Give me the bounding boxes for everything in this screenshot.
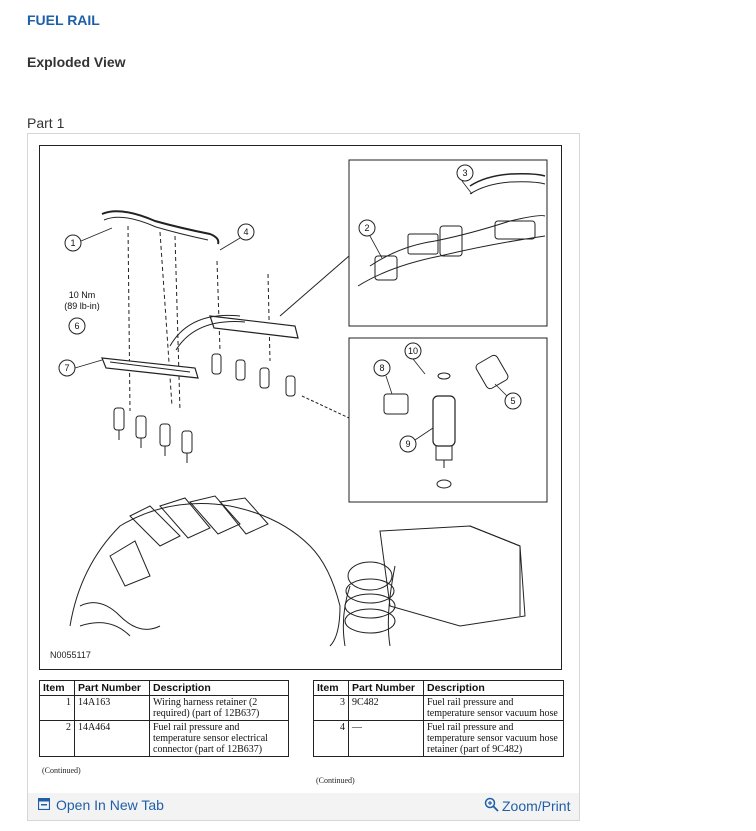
table-row: 1 14A163 Wiring harness retainer (2 requ… (39, 695, 289, 721)
col-part-number: Part Number (348, 680, 424, 696)
section-subtitle: Exploded View (27, 54, 126, 70)
parts-table-right: Item Part Number Description 3 9C482 Fue… (313, 680, 564, 757)
cell-part: 14A163 (74, 695, 150, 721)
col-part-number: Part Number (74, 680, 150, 696)
callout-8: 8 (379, 363, 384, 373)
table-row: 3 9C482 Fuel rail pressure and temperatu… (313, 695, 564, 721)
callout-2: 2 (364, 223, 369, 233)
zoom-label: Zoom/Print (502, 798, 571, 814)
torque-value: 10 Nm (69, 290, 96, 300)
parts-table-left: Item Part Number Description 1 14A163 Wi… (39, 680, 289, 757)
callout-6: 6 (74, 321, 79, 331)
callout-5: 5 (510, 396, 515, 406)
col-description: Description (149, 680, 289, 696)
detail-box-injector (348, 337, 548, 503)
part-label: Part 1 (27, 115, 65, 131)
cell-desc: Wiring harness retainer (2 required) (pa… (149, 695, 289, 721)
table-row: 4 — Fuel rail pressure and temperature s… (313, 720, 564, 757)
callout-9: 9 (405, 439, 410, 449)
zoom-print-link[interactable]: Zoom/Print (484, 797, 570, 815)
detail-box-sensor (348, 159, 548, 327)
figure-id: N0055117 (50, 650, 91, 660)
table-row: 2 14A464 Fuel rail pressure and temperat… (39, 720, 289, 757)
col-description: Description (423, 680, 564, 696)
exploded-view-diagram: 1 4 6 7 2 3 10 8 5 9 10 Nm (89 lb-in) (39, 145, 562, 670)
callout-1: 1 (70, 238, 75, 248)
callout-7: 7 (64, 363, 69, 373)
cell-desc: Fuel rail pressure and temperature senso… (149, 720, 289, 757)
cell-item: 1 (39, 695, 75, 721)
continued-note-right: (Continued) (316, 776, 355, 785)
callout-10: 10 (408, 346, 418, 356)
cell-desc: Fuel rail pressure and temperature senso… (423, 720, 564, 757)
continued-note-left: (Continued) (42, 766, 81, 775)
callout-4: 4 (243, 227, 248, 237)
open-in-new-tab-link[interactable]: Open In New Tab (37, 797, 164, 813)
cell-item: 2 (39, 720, 75, 757)
magnifier-icon (484, 797, 499, 815)
col-item: Item (39, 680, 75, 696)
page-title: FUEL RAIL (27, 12, 100, 28)
callout-3: 3 (462, 168, 467, 178)
open-tab-icon (37, 797, 51, 813)
fuel-rail-illustration: 1 4 6 7 2 3 10 8 5 9 10 Nm (89 lb-in) (58, 159, 548, 647)
torque-imperial: (89 lb-in) (64, 301, 100, 311)
cell-item: 4 (313, 720, 349, 757)
col-item: Item (313, 680, 349, 696)
cell-desc: Fuel rail pressure and temperature senso… (423, 695, 564, 721)
cell-part: — (348, 720, 424, 757)
cell-part: 14A464 (74, 720, 150, 757)
open-tab-label: Open In New Tab (56, 797, 164, 813)
cell-part: 9C482 (348, 695, 424, 721)
cell-item: 3 (313, 695, 349, 721)
